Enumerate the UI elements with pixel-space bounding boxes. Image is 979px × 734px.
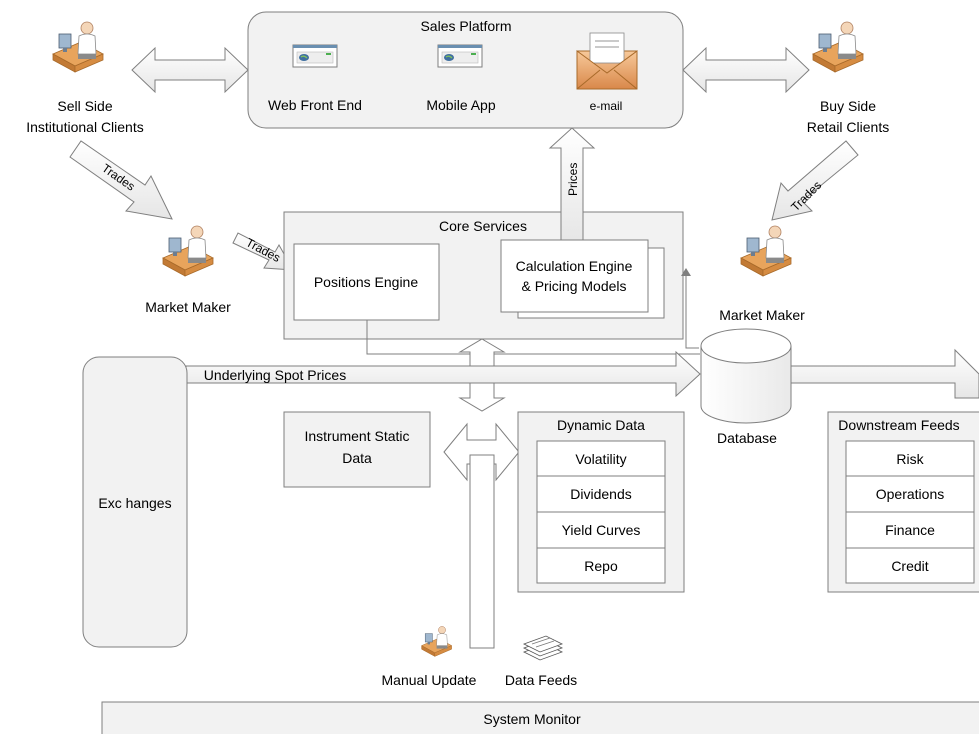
downstream-item-finance — [845, 511, 975, 549]
database-to-calc-line — [685, 274, 699, 349]
market-maker-right-icon — [740, 225, 792, 277]
dynamic-item-label: Dividends — [570, 486, 631, 502]
manual-update-vertical-arrow — [469, 454, 495, 649]
market-maker-right-label: Market Maker — [719, 307, 805, 323]
dynamic-data-list: Volatility Dividends Yield Curves Repo — [536, 440, 666, 584]
dynamic-item-yield-curves — [536, 511, 666, 549]
downstream-item-operations — [845, 475, 975, 513]
underlying-spot-prices-label: Underlying Spot Prices — [204, 367, 346, 383]
sell-side-client-icon — [52, 21, 104, 73]
sales-platform-title: Sales Platform — [420, 18, 511, 34]
prices-arrow — [548, 127, 596, 243]
buy-side-client-icon — [812, 21, 864, 73]
manual-update-label: Manual Update — [382, 672, 477, 688]
exchanges-panel — [82, 356, 188, 648]
buy-side-label: Buy Side — [820, 98, 876, 114]
mobile-app-icon — [437, 44, 483, 68]
database-label: Database — [717, 430, 777, 446]
system-monitor-label: System Monitor — [483, 711, 581, 727]
database-cylinder-icon — [700, 328, 792, 424]
market-maker-left-label: Market Maker — [145, 299, 231, 315]
dynamic-item-label: Repo — [584, 558, 618, 574]
data-feeds-label: Data Feeds — [505, 672, 577, 688]
channel-email: e-mail — [590, 99, 623, 113]
positions-engine-label: Positions Engine — [314, 274, 419, 290]
sell-side-label: Sell Side — [57, 98, 112, 114]
buy-side-platform-arrow — [682, 46, 810, 94]
exchanges-label: Exc hanges — [98, 495, 171, 511]
downstream-item-label: Operations — [876, 486, 944, 502]
downstream-item-label: Finance — [885, 522, 935, 538]
downstream-item-credit — [845, 547, 975, 584]
web-front-end-icon — [292, 44, 338, 68]
database-to-calc-arrowhead — [681, 268, 691, 276]
calc-engine-label-line1: Calculation Engine — [516, 258, 633, 274]
database-downstream-arrow — [790, 348, 979, 399]
downstream-item-risk — [845, 440, 975, 477]
sell-side-platform-arrow — [131, 46, 249, 94]
dynamic-item-repo — [536, 547, 666, 584]
sell-side-trades-arrow — [69, 140, 173, 220]
underlying-spot-prices-arrow — [185, 350, 701, 398]
manual-update-person-icon — [421, 626, 452, 657]
calc-engine-label-line2: & Pricing Models — [521, 278, 626, 294]
dynamic-item-volatility — [536, 440, 666, 477]
buy-side-trades-arrow — [771, 140, 859, 221]
dynamic-item-dividends — [536, 475, 666, 513]
downstream-feeds-title: Downstream Feeds — [838, 417, 959, 433]
channel-mobile-app: Mobile App — [426, 97, 495, 113]
system-monitor-bar — [101, 701, 979, 734]
market-maker-trades-label: Trades — [244, 235, 283, 265]
downstream-item-label: Risk — [896, 451, 924, 467]
core-services-title: Core Services — [439, 218, 527, 234]
retail-clients-label: Retail Clients — [807, 119, 889, 135]
email-envelope-icon — [576, 32, 638, 90]
instrument-static-label-line1: Instrument Static — [304, 428, 409, 444]
dynamic-item-label: Yield Curves — [562, 522, 641, 538]
data-feeds-papers-icon — [522, 635, 564, 661]
institutional-clients-label: Institutional Clients — [26, 119, 144, 135]
positions-to-database-line — [366, 320, 700, 355]
calc-engine-box — [500, 239, 649, 313]
downstream-item-label: Credit — [891, 558, 928, 574]
channel-web-front-end: Web Front End — [268, 97, 362, 113]
prices-label: Prices — [566, 163, 580, 196]
market-maker-left-icon — [162, 225, 214, 277]
positions-engine-box — [293, 243, 440, 321]
instrument-static-label-line2: Data — [342, 450, 372, 466]
dynamic-data-title: Dynamic Data — [557, 417, 645, 433]
downstream-feeds-list: Risk Operations Finance Credit — [845, 440, 975, 584]
dynamic-item-label: Volatility — [575, 451, 626, 467]
instrument-static-data-box — [283, 411, 431, 488]
